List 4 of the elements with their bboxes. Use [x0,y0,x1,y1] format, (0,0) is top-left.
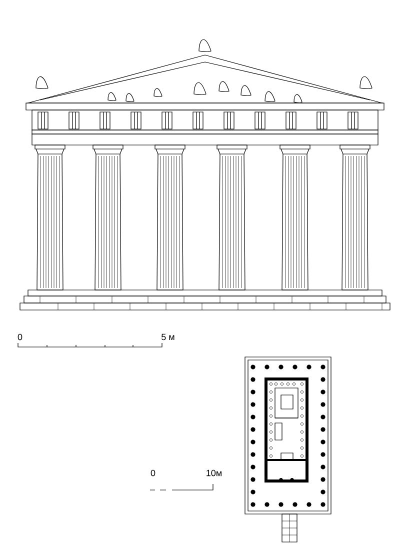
scale-label: 0 [150,470,156,476]
scale-label: 5 м [162,334,174,340]
scale-label: 0 [18,334,22,340]
scale-label: 10м [206,470,222,476]
